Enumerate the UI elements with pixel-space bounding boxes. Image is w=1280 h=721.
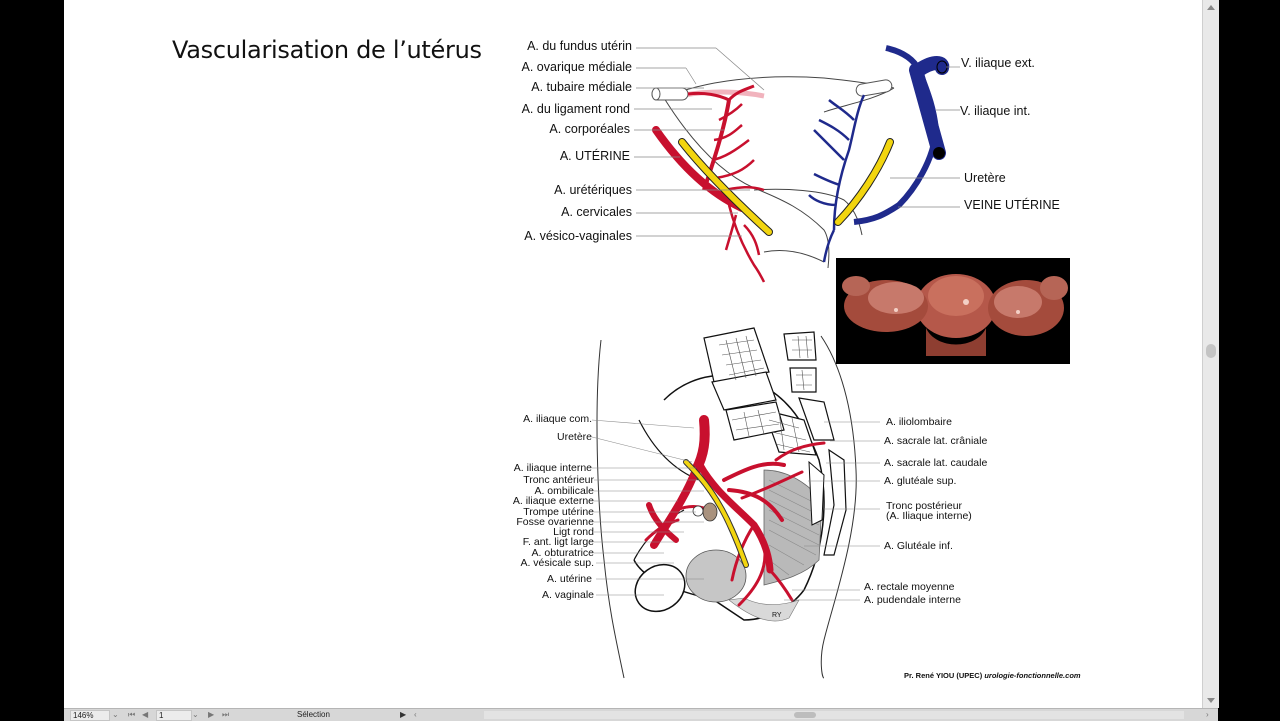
label-anterior-trunk: Tronc antérieur [523, 474, 594, 486]
label-round-ligament-artery: A. du ligament rond [521, 102, 630, 116]
label-umbilical-artery: A. ombilicale [534, 485, 594, 497]
next-page-icon[interactable]: ▶ [208, 710, 215, 719]
label-internal-pudendal-artery: A. pudendale interne [864, 594, 961, 606]
label-corporeal-arteries: A. corporéales [549, 122, 630, 136]
label-fundus-artery: A. du fundus utérin [527, 39, 632, 53]
label-medial-ovarian-artery: A. ovarique médiale [521, 60, 632, 74]
label-common-iliac-artery: A. iliaque com. [523, 413, 592, 425]
credit-line: Pr. René YIOU (UPEC) urologie-fonctionne… [904, 671, 1081, 680]
label-internal-iliac-artery: A. iliaque interne [513, 462, 592, 474]
label-iliolumbar-artery: A. iliolombaire [886, 416, 952, 428]
horizontal-scrollbar[interactable] [484, 711, 1184, 719]
page-dropdown-icon[interactable]: ⌄ [192, 710, 199, 719]
vertical-scroll-thumb[interactable] [1206, 344, 1216, 358]
zoom-field[interactable]: 146% [70, 710, 110, 721]
label-medial-tubal-artery: A. tubaire médiale [531, 80, 632, 94]
vertical-scrollbar[interactable] [1202, 0, 1219, 708]
horizontal-scroll-thumb[interactable] [794, 712, 816, 718]
slide-title: Vascularisation de l’utérus [172, 36, 482, 64]
label-ureter-top: Uretère [964, 171, 1006, 185]
label-posterior-trunk-sub: (A. Iliaque interne) [886, 510, 972, 522]
play-icon[interactable]: ▶ [400, 710, 407, 719]
label-uterine-tube: Trompe utérine [523, 506, 594, 518]
tool-label: Sélection [297, 710, 330, 719]
label-posterior-trunk: Tronc postérieur [886, 500, 963, 512]
label-obturator-artery: A. obturatrice [531, 547, 594, 559]
label-internal-iliac-vein: V. iliaque int. [960, 104, 1031, 118]
prev-page-icon[interactable]: ◀ [142, 710, 149, 719]
label-caudal-lateral-sacral-artery: A. sacrale lat. caudale [884, 457, 988, 469]
last-page-icon[interactable]: ⏭ [222, 710, 230, 719]
left-black-margin [0, 0, 64, 720]
scroll-down-icon[interactable] [1207, 698, 1215, 703]
label-superior-gluteal-artery: A. glutéale sup. [884, 475, 957, 487]
scroll-right-icon[interactable]: › [1206, 710, 1209, 719]
label-round-ligament: Ligt rond [553, 526, 594, 538]
label-ureter-bottom: Uretère [556, 431, 592, 443]
slide-page: Vascularisation de l’utérus [64, 0, 1202, 708]
label-ureteric-arteries: A. urétériques [554, 183, 632, 197]
label-ovarian-fossa: Fosse ovarienne [516, 516, 594, 528]
uterus-specimen-image [842, 274, 1068, 356]
label-uterine-artery: A. UTÉRINE [559, 149, 630, 163]
label-external-iliac-artery: A. iliaque externe [512, 495, 594, 507]
label-middle-rectal-artery: A. rectale moyenne [864, 581, 955, 593]
scroll-up-icon[interactable] [1207, 5, 1215, 10]
page-number-value: 1 [159, 711, 164, 720]
label-broad-ligament: F. ant. ligt large [522, 536, 594, 548]
page-number-field[interactable]: 1 [156, 710, 192, 721]
label-uterine-artery-bottom: A. utérine [547, 573, 592, 585]
label-inferior-gluteal-artery: A. Glutéale inf. [884, 540, 953, 552]
label-superior-vesical-artery: A. vésicale sup. [520, 557, 594, 569]
status-bar: 146% ⌄ ⏮ ◀ 1 ⌄ ▶ ⏭ Sélection ▶ ‹ › [64, 708, 1218, 721]
label-cervical-arteries: A. cervicales [561, 205, 632, 219]
uterus-vascular-diagram [591, 45, 960, 679]
right-black-margin [1218, 0, 1280, 720]
label-uterine-vein: VEINE UTÉRINE [964, 198, 1060, 212]
zoom-value: 146% [73, 711, 94, 720]
label-external-iliac-vein: V. iliaque ext. [961, 56, 1035, 70]
zoom-dropdown-icon[interactable]: ⌄ [112, 710, 119, 719]
diagram-signature: RY [772, 612, 782, 619]
label-cranial-lateral-sacral-artery: A. sacrale lat. crâniale [884, 435, 988, 447]
label-vesico-vaginal-arteries: A. vésico-vaginales [524, 229, 632, 243]
uterus-specimen-photo [836, 258, 1070, 364]
scroll-left-icon[interactable]: ‹ [414, 710, 417, 719]
first-page-icon[interactable]: ⏮ [128, 710, 136, 719]
credit-author: Pr. René YIOU (UPEC) [904, 671, 983, 680]
credit-site: urologie-fonctionnelle.com [984, 671, 1081, 680]
label-vaginal-artery: A. vaginale [542, 589, 594, 601]
